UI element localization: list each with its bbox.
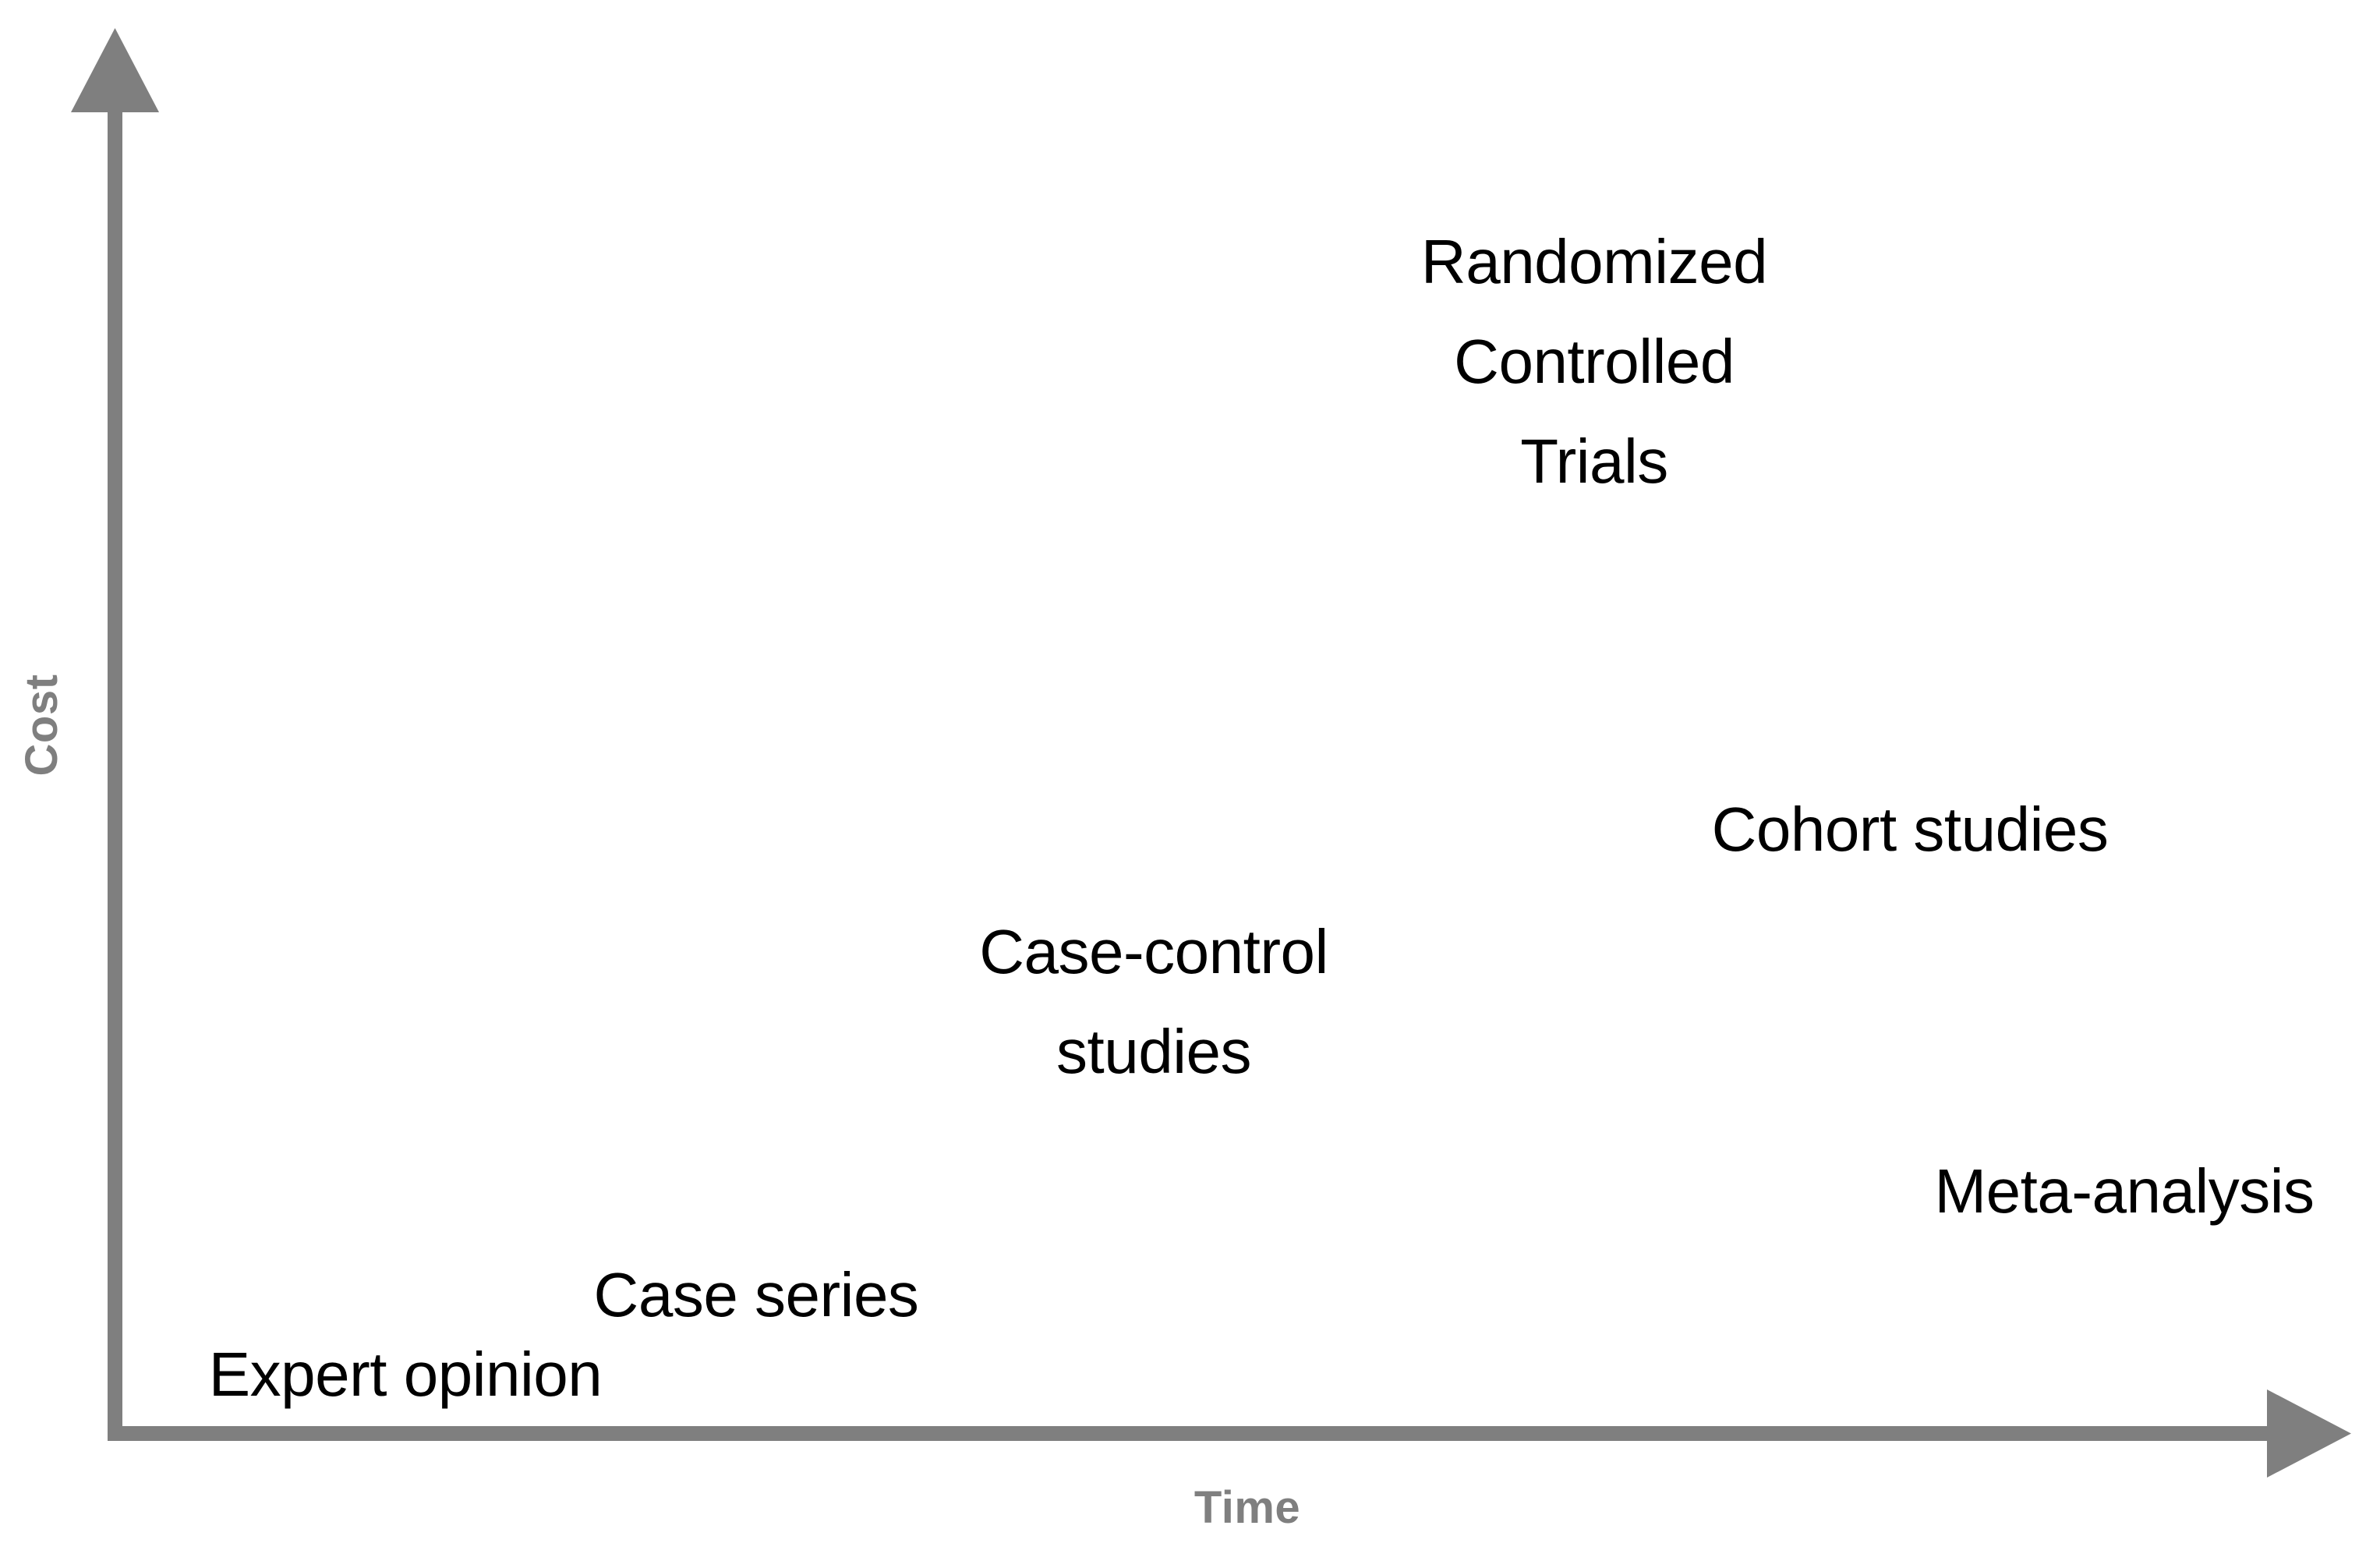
label-randomized-controlled-trials: Randomized Controlled Trials [1420,227,1768,496]
x-axis [108,1389,2351,1478]
label-meta-analysis: Meta-analysis [1934,1156,2315,1226]
x-axis-line [108,1426,2290,1441]
x-axis-title: Time [1194,1482,1301,1533]
label-cohort-studies: Cohort studies [1711,795,2109,864]
y-axis-title: Cost [16,674,67,777]
label-case-control-studies: Case-control studies [979,917,1328,1086]
y-axis-arrowhead-icon [71,28,159,112]
label-case-series: Case series [593,1260,919,1329]
y-axis [71,28,159,1441]
label-expert-opinion: Expert opinion [208,1340,603,1409]
x-axis-arrowhead-icon [2267,1389,2351,1478]
y-axis-line [108,78,122,1441]
